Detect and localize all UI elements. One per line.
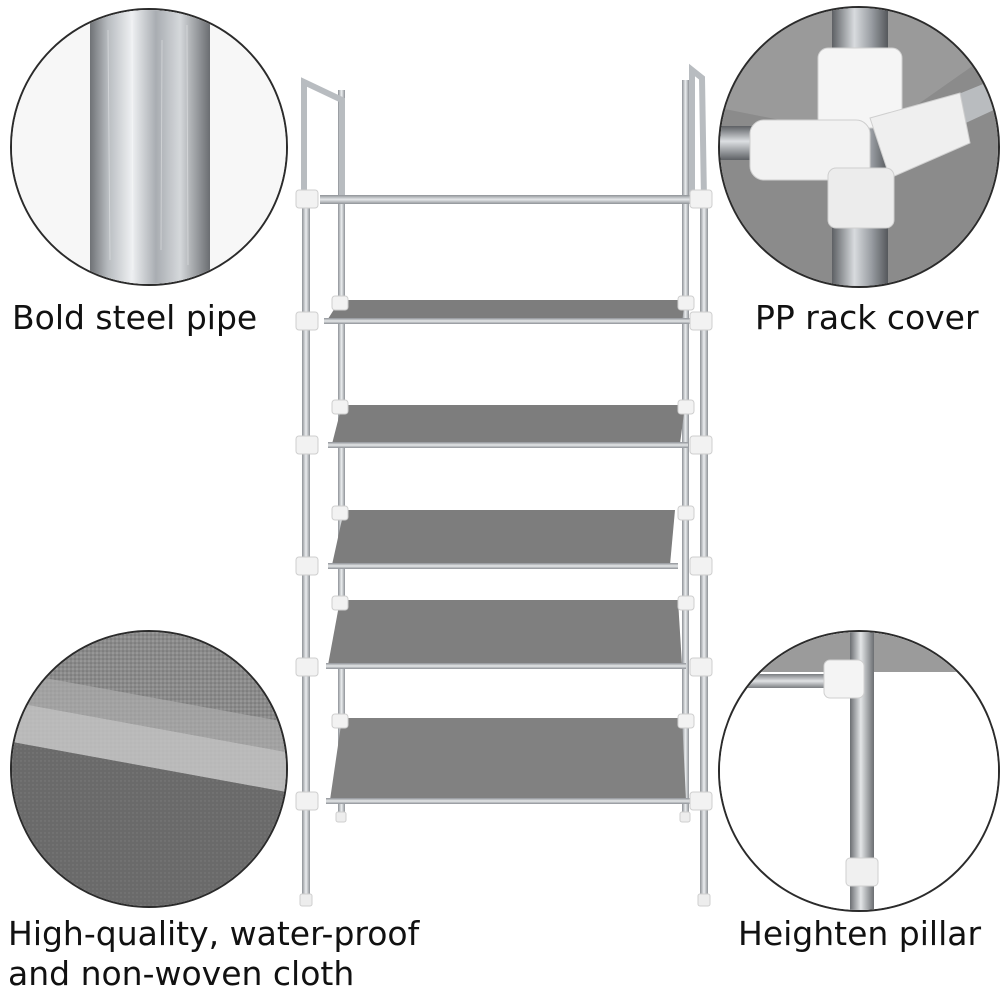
pp-connectors: [295, 189, 713, 811]
shoe-rack-product: [295, 63, 713, 907]
cloth-caption-line1: High-quality, water-proof: [8, 914, 420, 953]
shelf-tier-1: [320, 195, 690, 204]
shelf-tier-2: [324, 300, 690, 324]
rack-feet: [299, 811, 711, 907]
rack-cover-caption: PP rack cover: [755, 298, 979, 337]
steel-pipe-image: [12, 10, 286, 284]
shelf-tier-3: [328, 405, 688, 448]
cloth-closeup: [10, 630, 288, 908]
rack-cover-closeup: [718, 6, 1000, 288]
top-handles: [301, 63, 707, 203]
back-poles: [338, 80, 689, 820]
shelf-tier-5: [326, 600, 686, 669]
cloth-image: [12, 632, 286, 906]
steel-pipe-closeup: [10, 8, 288, 286]
steel-pipe-caption: Bold steel pipe: [12, 298, 258, 337]
pillar-caption: Heighten pillar: [738, 914, 982, 953]
cloth-caption-line2: and non-woven cloth: [8, 954, 355, 993]
shelf-tier-4: [328, 510, 678, 569]
pillar-closeup: [718, 630, 1000, 912]
rack-cover-image: [720, 8, 998, 286]
shelf-tier-6: [326, 718, 690, 804]
pillar-image: [720, 632, 998, 910]
front-poles: [302, 200, 708, 900]
